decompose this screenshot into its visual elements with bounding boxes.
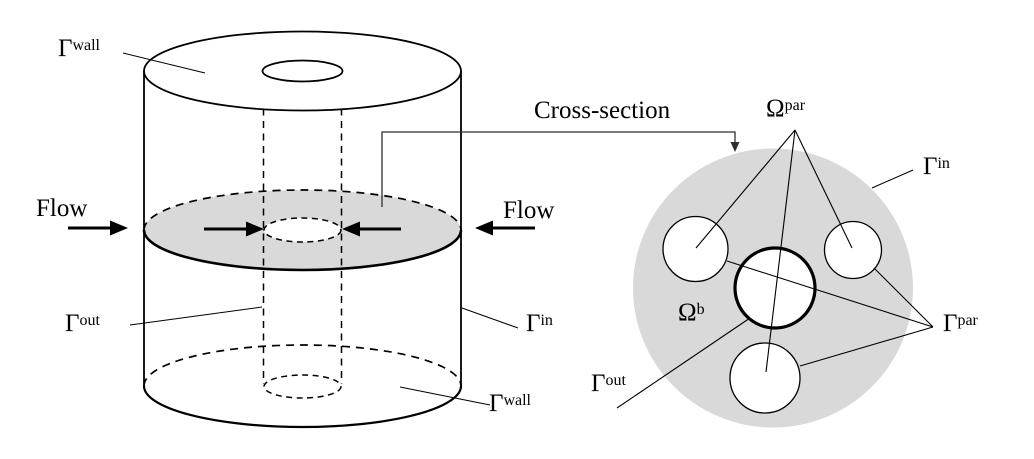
leader-gamma-in: [461, 307, 519, 329]
disk-hole-dashed: [263, 217, 342, 243]
connector-line: [381, 131, 736, 207]
label-gamma-out-sup: out: [79, 312, 100, 329]
label-gamma-out-base: Γ: [65, 310, 80, 337]
label-omega-par: Ωpar: [766, 95, 806, 122]
leader-gamma-out-right: [616, 317, 751, 409]
label-gamma-wall-bottom-sup: wall: [503, 392, 531, 409]
label-gamma-in-base: Γ: [526, 310, 541, 337]
omega-par-pointer-lines: [695, 129, 853, 373]
label-gamma-out-right-base: Γ: [591, 370, 606, 397]
flow-arrow-right: [475, 220, 535, 236]
leader-gamma-in-right: [871, 169, 914, 189]
particle-circle-bottom: [729, 342, 801, 414]
disk-arrow-left: [204, 221, 264, 237]
particle-circle-left: [662, 215, 729, 283]
disk-rim-back-dashed: [143, 189, 462, 231]
outlet-circle-thick: [733, 246, 817, 330]
cross-section-view: [616, 129, 934, 428]
label-flow-left: Flow: [36, 195, 88, 222]
label-omega-par-sup: par: [784, 97, 806, 114]
gamma-par-pointer-lines: [726, 260, 934, 367]
label-gamma-wall-bottom-base: Γ: [489, 390, 504, 417]
label-omega-b: Ωb: [678, 299, 705, 326]
label-flow-left-text: Flow: [36, 195, 88, 222]
leader-gamma-wall-bottom: [399, 386, 491, 406]
leader-gamma-wall-top: [122, 52, 206, 74]
label-gamma-wall-top-base: Γ: [58, 35, 73, 62]
label-gamma-out-right-sup: out: [605, 372, 626, 389]
label-omega-b-sup: b: [696, 301, 705, 318]
disk-arrow-right: [342, 221, 401, 237]
label-gamma-par-right-sup: par: [957, 312, 978, 329]
label-gamma-in-right: Γin: [923, 153, 950, 180]
label-gamma-wall-top-sup: wall: [72, 37, 100, 54]
label-flow-right-text: Flow: [503, 197, 555, 224]
label-omega-par-base: Ω: [766, 95, 785, 122]
bottom-rim-back-dashed: [143, 344, 462, 387]
bottom-hole-ellipse-dashed: [263, 374, 342, 399]
flow-arrow-left: [68, 220, 128, 236]
label-gamma-wall-top: Γwall: [58, 35, 100, 62]
label-gamma-in: Γin: [526, 310, 553, 337]
label-flow-right: Flow: [503, 197, 555, 224]
cross-section-connector: [381, 131, 740, 207]
leader-gamma-out: [129, 306, 263, 326]
particle-circle-right: [823, 220, 883, 280]
label-gamma-out-right: Γout: [591, 370, 626, 397]
label-gamma-in-right-base: Γ: [923, 153, 938, 180]
label-cross-section: Cross-section: [534, 97, 671, 124]
label-gamma-par-right-base: Γ: [943, 310, 958, 337]
label-cross-section-text: Cross-section: [534, 97, 671, 124]
cylinder-3d-view: [68, 30, 535, 429]
top-hole-ellipse: [261, 59, 344, 83]
label-gamma-wall-bottom: Γwall: [489, 390, 531, 417]
label-gamma-in-sup: in: [540, 312, 553, 329]
bottom-rim-front: [142, 385, 463, 429]
label-gamma-par-right: Γpar: [943, 310, 978, 337]
label-gamma-out: Γout: [65, 310, 100, 337]
connector-arrowhead-icon: [730, 142, 740, 152]
disk-rim-front: [142, 229, 463, 272]
label-omega-b-base: Ω: [678, 299, 697, 326]
label-gamma-in-right-sup: in: [937, 155, 950, 172]
